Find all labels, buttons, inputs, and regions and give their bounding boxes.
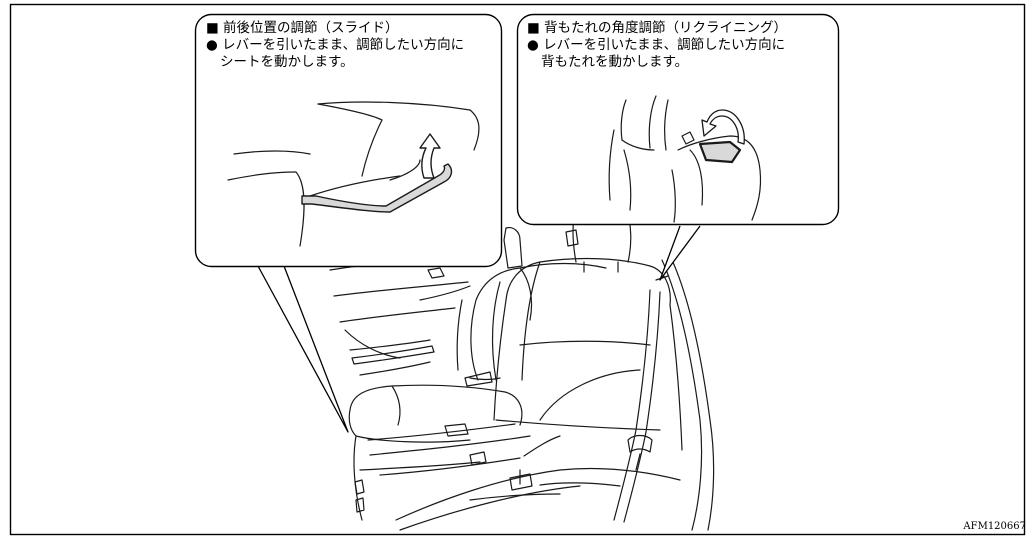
callout-box-slide	[194, 13, 503, 268]
recline-arrow-icon	[701, 109, 745, 145]
figure-frame	[9, 3, 1026, 536]
callout-slide-line2: シートを動かします。	[220, 54, 354, 70]
callout-box-recline	[516, 13, 840, 226]
callout-slide-heading: ■ 前後位置の調節（スライド）	[206, 20, 399, 36]
callout-slide-line1: ● レバーを引いたまま、調節したい方向に	[206, 37, 465, 53]
figure-code: AFM120667	[963, 521, 1026, 532]
callout-recline-heading: ■ 背もたれの角度調節（リクライニング）	[527, 20, 788, 36]
callout-recline-line2: 背もたれを動かします。	[541, 54, 689, 70]
slide-lever	[301, 163, 453, 213]
recline-lever	[698, 140, 742, 164]
callout-slide-text: ■ 前後位置の調節（スライド） ● レバーを引いたまま、調節したい方向に シート…	[206, 20, 464, 71]
lift-arrow-icon	[419, 133, 441, 179]
leader-lines	[257, 225, 701, 433]
callout-recline-line1: ● レバーを引いたまま、調節したい方向に	[527, 37, 786, 53]
callout-recline-text: ■ 背もたれの角度調節（リクライニング） ● レバーを引いたまま、調節したい方向…	[527, 20, 787, 71]
